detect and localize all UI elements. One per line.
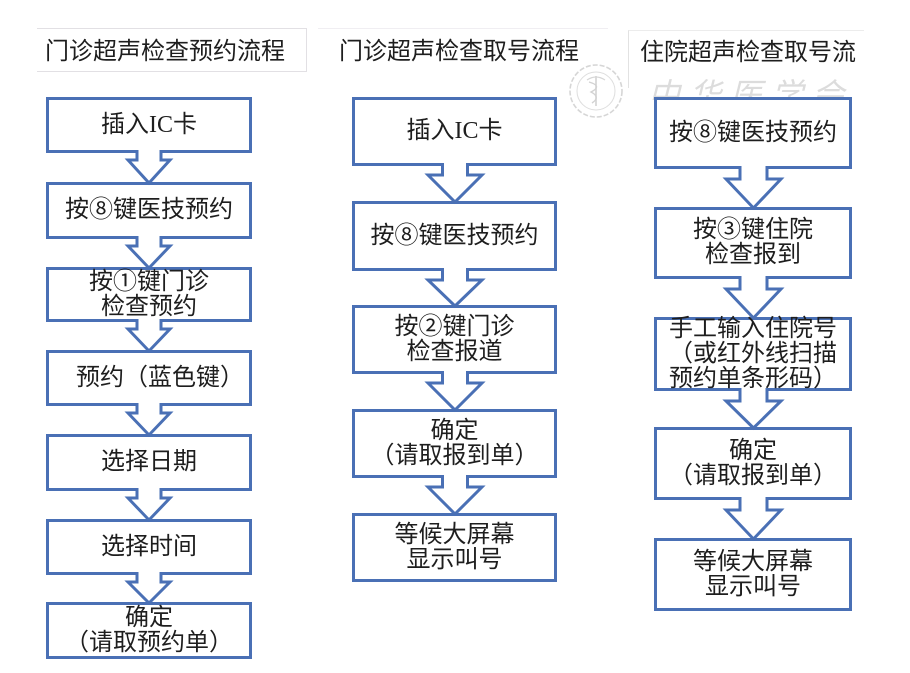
arrow-fill <box>725 166 781 208</box>
step-text: 检查报道 <box>406 338 503 365</box>
step-text: 按②键门诊 <box>394 313 515 340</box>
flow-step: 等候大屏幕 显示叫号 <box>352 513 557 582</box>
step-text: （请取报到单） <box>669 462 837 489</box>
flow-arrow-down-icon <box>124 236 174 271</box>
outpatient-appointment-flow: 插入IC卡 按⑧键医技预约 按①键门诊 检查预约 预约（蓝色键） 选择日期 选择… <box>46 0 252 673</box>
step-text: （请取预约单） <box>65 629 233 656</box>
outpatient-queue-flow: 插入IC卡 按⑧键医技预约 按②键门诊 检查报道 确定 （请取报到单） 等候大屏… <box>352 0 557 673</box>
flow-arrow-down-icon <box>124 572 174 606</box>
step-text: 等候大屏幕 <box>394 521 515 548</box>
step-text: 等候大屏幕 <box>693 548 813 575</box>
step-text: 按③键住院 <box>693 217 813 243</box>
outpatient-appointment-title: 门诊超声检查预约流程 <box>45 39 285 65</box>
flow-step: 确定 （请取报到单） <box>654 427 852 500</box>
flow-step: 预约（蓝色键） <box>46 350 252 406</box>
flow-step: 手工输入住院号 （或红外线扫描 预约单条形码） <box>654 316 852 392</box>
column-title-box: 门诊超声检查预约流程 <box>37 28 307 72</box>
step-text: 显示叫号 <box>406 546 503 573</box>
arrow-outline <box>722 497 784 542</box>
arrow-fill <box>725 497 781 539</box>
step-text: （或红外线扫描 <box>669 340 837 367</box>
arrow-outline <box>124 319 174 354</box>
arrow-outline <box>124 236 174 271</box>
flow-step: 选择时间 <box>46 519 252 575</box>
flow-arrow-down-icon <box>124 319 174 354</box>
step-text: 按⑧键医技预约 <box>65 197 233 223</box>
step-text: 按⑧键医技预约 <box>370 222 539 249</box>
column-title-box: 门诊超声检查取号流程 <box>318 28 608 72</box>
flow-arrow-down-icon <box>423 371 486 413</box>
flow-step: 确定 （请取预约单） <box>46 602 252 659</box>
step-text: 检查预约 <box>101 293 197 320</box>
step-text: 确定 <box>125 604 173 631</box>
watermark-seal-icon <box>569 64 623 118</box>
flow-step: 选择日期 <box>46 434 252 491</box>
arrow-outline <box>124 150 174 186</box>
flow-step: 确定 （请取报到单） <box>352 409 557 478</box>
step-text: 按⑧键医技预约 <box>669 119 837 146</box>
arrow-outline <box>124 488 174 523</box>
arrow-fill <box>427 163 482 202</box>
arrow-outline <box>124 572 174 606</box>
arrow-outline <box>124 403 174 438</box>
arrow-fill <box>725 276 781 318</box>
flow-arrow-down-icon <box>722 497 784 542</box>
flow-step: 按②键门诊 检查报道 <box>352 305 557 374</box>
arrow-outline <box>423 371 486 413</box>
step-text: 选择时间 <box>101 533 197 560</box>
flow-step: 按③键住院 检查报到 <box>654 207 852 279</box>
arrow-fill <box>725 388 781 428</box>
arrow-outline <box>423 268 486 309</box>
arrow-outline <box>423 163 486 205</box>
arrow-fill <box>427 475 482 514</box>
step-text: 确定 <box>430 417 479 444</box>
flow-arrow-down-icon <box>423 268 486 309</box>
flow-arrow-down-icon <box>423 475 486 517</box>
arrow-fill <box>427 371 482 410</box>
flow-arrow-down-icon <box>124 403 174 438</box>
inpatient-queue-title: 住院超声检查取号流 <box>640 40 856 66</box>
column-title-box: 住院超声检查取号流 <box>628 30 864 88</box>
flow-arrow-down-icon <box>124 150 174 186</box>
flow-step: 插入IC卡 <box>352 97 557 166</box>
flow-arrow-down-icon <box>722 166 784 211</box>
flow-arrow-down-icon <box>124 488 174 523</box>
step-text: 选择日期 <box>101 449 197 475</box>
arrow-outline <box>721 388 785 431</box>
step-text: 确定 <box>729 437 777 464</box>
outpatient-queue-title: 门诊超声检查取号流程 <box>339 39 579 65</box>
arrow-outline <box>423 475 486 517</box>
arrow-outline <box>722 276 784 321</box>
step-text: 插入IC卡 <box>101 111 197 138</box>
flow-arrow-down-icon <box>423 163 486 205</box>
flow-step: 按①键门诊 检查预约 <box>46 267 252 322</box>
step-text: （请取报到单） <box>370 442 539 469</box>
flow-step: 按⑧键医技预约 <box>654 97 852 169</box>
step-text: 预约单条形码） <box>669 365 837 392</box>
step-text: 检查报到 <box>705 242 801 268</box>
flow-step: 等候大屏幕 显示叫号 <box>654 538 852 611</box>
inpatient-queue-flow: 按⑧键医技预约 按③键住院 检查报到 手工输入住院号 （或红外线扫描 预约单条形… <box>654 0 852 673</box>
flow-arrow-down-icon <box>722 276 784 321</box>
flow-step: 按⑧键医技预约 <box>46 182 252 239</box>
step-text: 预约（蓝色键） <box>76 364 244 391</box>
step-text: 插入IC卡 <box>406 118 503 144</box>
step-text: 显示叫号 <box>705 573 801 600</box>
arrow-fill <box>427 268 482 306</box>
step-text: 按①键门诊 <box>89 268 209 295</box>
flow-step: 按⑧键医技预约 <box>352 201 557 271</box>
flow-step: 插入IC卡 <box>46 97 252 153</box>
flow-arrow-down-icon <box>721 388 785 431</box>
arrow-outline <box>722 166 784 211</box>
